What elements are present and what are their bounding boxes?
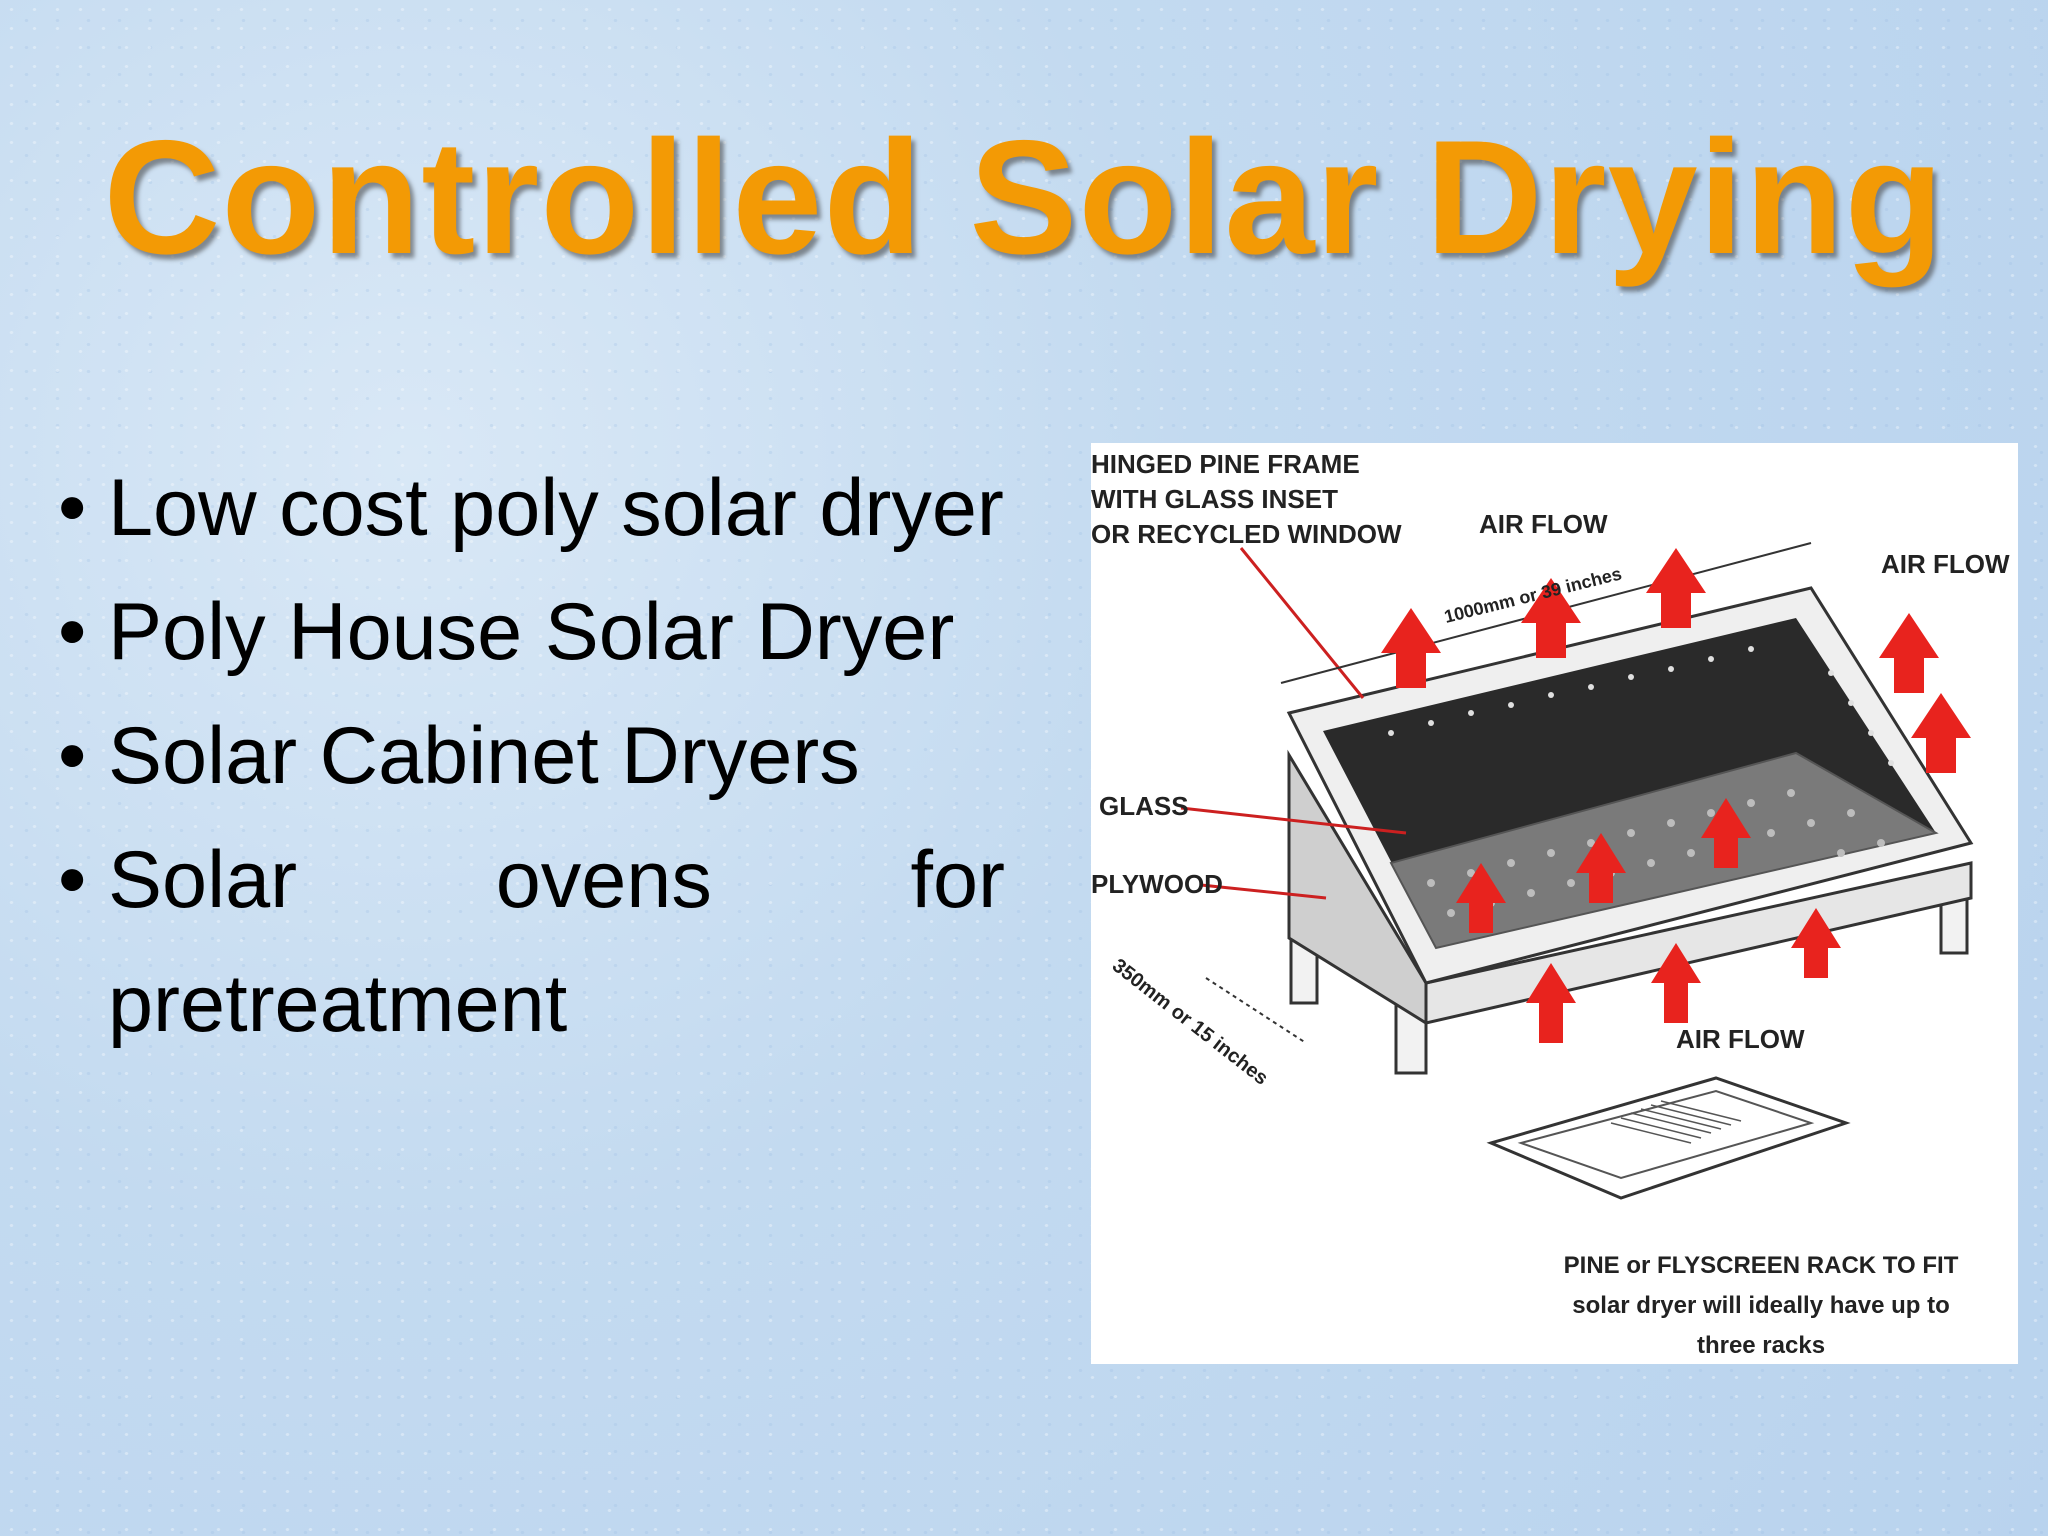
slide-title: Controlled Solar Drying [103, 107, 1945, 288]
label-glass: GLASS [1099, 791, 1189, 821]
drying-tray [1389, 751, 1939, 950]
label-rack-2: solar dryer will ideally have up to [1572, 1292, 1949, 1319]
rack-mesh [1610, 1100, 1742, 1144]
glass-pointer [1180, 806, 1407, 835]
label-frame-2: WITH GLASS INSET [1091, 484, 1338, 514]
label-air-flow-bottom: AIR FLOW [1676, 1024, 1805, 1054]
bullet-item: Solar ovens for pretreatment [50, 818, 1005, 1066]
frame-pointer [1239, 547, 1365, 699]
bullet-item: Low cost poly solar dryer [50, 446, 1005, 570]
label-rack-3: three racks [1697, 1332, 1825, 1359]
bullet-item: Solar Cabinet Dryers [50, 694, 1005, 818]
label-air-flow-right: AIR FLOW [1881, 549, 2010, 579]
label-frame-3: OR RECYCLED WINDOW [1091, 519, 1402, 549]
depth-dimension-line [1205, 977, 1307, 1044]
vent-holes [1388, 646, 1894, 766]
plywood-pointer [1200, 883, 1327, 900]
label-plywood: PLYWOOD [1091, 869, 1223, 899]
label-frame-1: HINGED PINE FRAME [1091, 449, 1360, 479]
label-rack-1: PINE or FLYSCREEN RACK TO FIT [1564, 1252, 1959, 1279]
bullet-item: Poly House Solar Dryer [50, 570, 1005, 694]
rack-inner [1517, 1089, 1815, 1180]
bullet-list: Low cost poly solar dryer Poly House Sol… [50, 446, 1005, 1066]
solar-dryer-diagram: HINGED PINE FRAME WITH GLASS INSET OR RE… [1091, 443, 2018, 1364]
air-flow-arrows [1381, 548, 1971, 1043]
label-air-flow-top: AIR FLOW [1479, 509, 1608, 539]
label-depth-dimension: 350mm or 15 inches [1108, 955, 1272, 1090]
